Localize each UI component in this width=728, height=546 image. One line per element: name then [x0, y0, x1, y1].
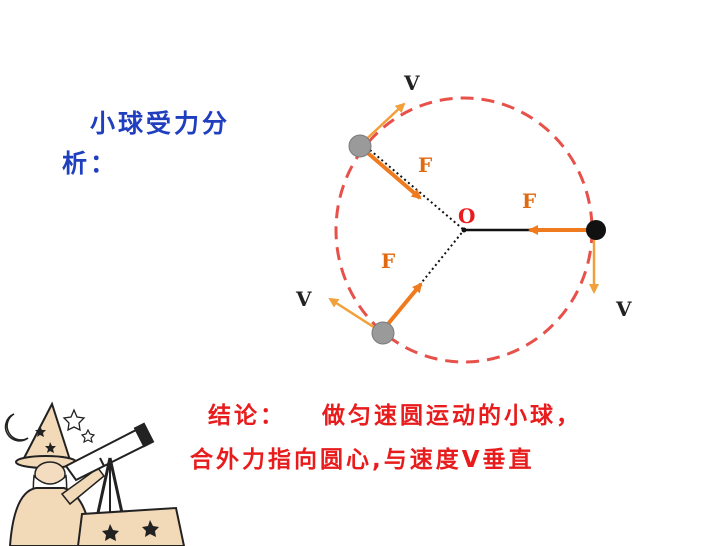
ball-bottom	[371, 321, 395, 345]
radius-dotted-top	[369, 149, 465, 231]
force-arrow-top	[360, 146, 422, 200]
force-arrow-bottom	[381, 282, 423, 332]
velocity-label-top: V	[403, 71, 420, 95]
ball-top	[348, 134, 372, 158]
conclusion-line-2: 合外力指向圆心,与速度V垂直	[190, 447, 535, 473]
analysis-title: 小球受力分析：	[62, 109, 231, 178]
force-label-top: F	[418, 153, 432, 177]
velocity-label-left: V	[295, 287, 312, 311]
force-label-right: F	[522, 189, 536, 213]
force-label-bottom: F	[381, 249, 395, 273]
conclusion-line-1: 结论： 做匀速圆运动的小球，	[208, 396, 582, 430]
velocity-label-right: V	[615, 297, 632, 321]
conclusion-label: 结论：	[208, 403, 286, 429]
conclusion-text-1: 做匀速圆运动的小球，	[322, 403, 582, 429]
center-label: O	[458, 204, 475, 228]
wizard-with-telescope-icon	[4, 401, 186, 546]
ball-right	[586, 220, 606, 240]
center-point	[461, 227, 467, 233]
